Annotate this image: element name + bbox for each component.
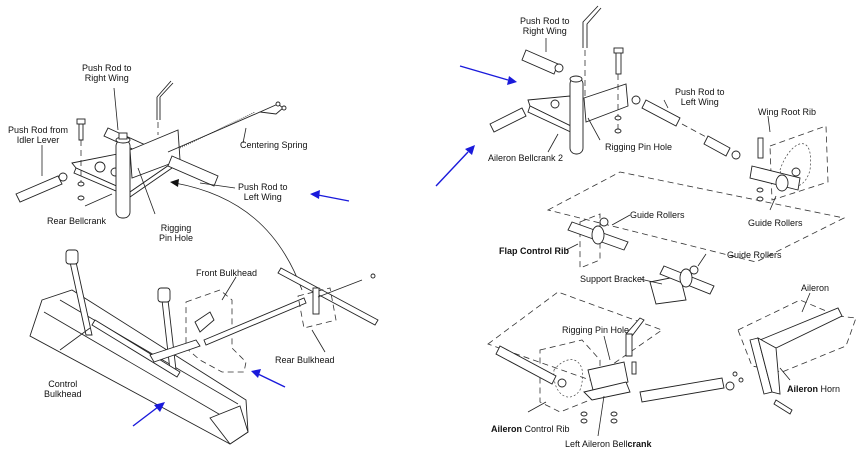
label-rigging-pin-hole-lower: Rigging Pin Hole xyxy=(562,325,630,335)
pointer-arrow-3 xyxy=(132,406,159,427)
rigging-pin-upper-right xyxy=(582,5,602,48)
push-rod-to-rear xyxy=(203,297,307,346)
pivot-tube xyxy=(115,139,131,219)
aileron-bellcrank-2-assembly xyxy=(489,5,846,263)
push-rod-left-wing xyxy=(167,155,219,187)
label-guide-rollers-1: Guide Rollers xyxy=(630,210,685,220)
label-push-rod-left-wing: Push Rod to Left Wing xyxy=(238,182,288,202)
flap-control-rib-assembly xyxy=(565,213,629,269)
wing-plane-outline xyxy=(546,171,846,263)
pointer-arrow-4 xyxy=(459,65,509,81)
aileron-control-rib xyxy=(539,339,601,413)
label-guide-rollers-3: Guide Rollers xyxy=(727,250,782,260)
label-aileron: Aileron xyxy=(801,283,830,293)
label-push-rod-right-wing-2: Push Rod to Right Wing xyxy=(520,16,570,36)
aileron-push-rod-in xyxy=(495,345,557,385)
label-left-aileron-bellcrank: Left Aileron Bellcrank xyxy=(565,439,652,449)
push-rod-right-wing-2 xyxy=(521,49,559,75)
control-bulkhead-assembly xyxy=(29,249,379,445)
pointer-arrow-1 xyxy=(317,194,350,202)
label-control-bulkhead: Control Bulkhead xyxy=(44,379,82,399)
label-rigging-pin-hole-left: Rigging Pin Hole xyxy=(159,223,194,243)
label-aileron-control-rib: Aileron Control Rib xyxy=(491,424,570,434)
label-push-rod-right-wing: Push Rod to Right Wing xyxy=(82,63,132,83)
label-rear-bellcrank: Rear Bellcrank xyxy=(47,216,107,226)
pointer-arrow-5 xyxy=(435,151,469,187)
aileron-bay-outline xyxy=(487,291,663,381)
left-aileron-bellcrank xyxy=(587,361,629,395)
left-aileron-bellcrank-assembly xyxy=(495,317,744,437)
detail-curved-arrow xyxy=(174,182,303,291)
label-front-bulkhead: Front Bulkhead xyxy=(196,268,258,278)
front-bulkhead-outline xyxy=(185,289,247,373)
rigging-pin xyxy=(156,80,174,120)
label-aileron-bellcrank-2: Aileron Bellcrank 2 xyxy=(488,153,564,163)
label-flap-control-rib: Flap Control Rib xyxy=(499,246,569,256)
label-aileron-horn: Aileron Horn xyxy=(787,384,841,394)
push-rod-left-wing-2 xyxy=(641,99,681,127)
label-centering-spring: Centering Spring xyxy=(240,140,308,150)
label-support-bracket: Support Bracket xyxy=(580,274,645,284)
aileron-assembly xyxy=(737,292,857,415)
aileron-horn-arm xyxy=(758,307,843,349)
aileron-push-rod-out xyxy=(639,377,725,403)
label-guide-rollers-2: Guide Rollers xyxy=(748,218,803,228)
label-rear-bulkhead: Rear Bulkhead xyxy=(275,355,335,365)
label-wing-root-rib: Wing Root Rib xyxy=(758,107,817,117)
push-rod-idler xyxy=(15,175,63,203)
label-rigging-pin-hole-right: Rigging Pin Hole xyxy=(605,142,673,152)
rear-bellcrank-assembly xyxy=(15,80,287,219)
pointer-arrows xyxy=(132,65,517,427)
label-push-rod-idler: Push Rod from Idler Lever xyxy=(8,125,69,145)
pointer-arrow-2 xyxy=(257,373,286,388)
label-push-rod-left-wing-2: Push Rod to Left Wing xyxy=(675,87,725,107)
flap-control-rib xyxy=(579,213,601,269)
curved-arrow-head xyxy=(170,179,179,187)
support-bracket-assembly xyxy=(639,253,715,305)
